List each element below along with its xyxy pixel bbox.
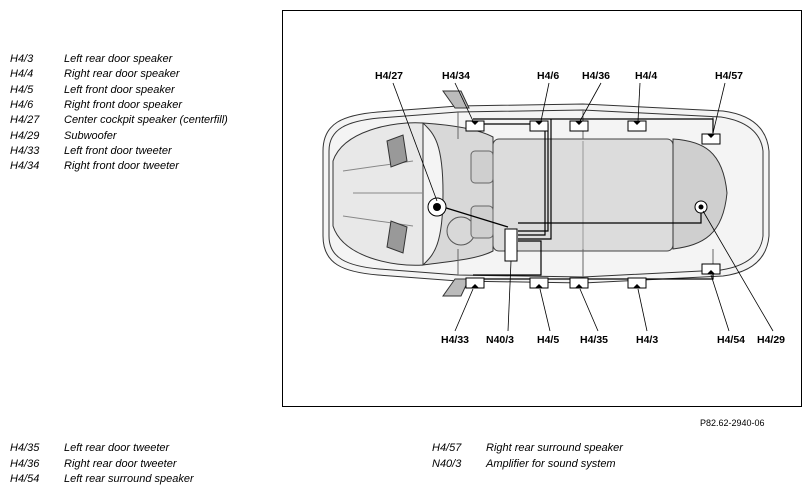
legend-code: H4/36 [10,458,40,470]
speaker-h4-34 [465,120,485,132]
speakers [427,120,721,289]
speaker-h4-54 [701,263,721,275]
legend-desc: Center cockpit speaker (centerfill) [64,114,228,126]
speaker-h4-3 [627,277,647,289]
callout-label: H4/35 [580,334,608,346]
speaker-h4-4 [627,120,647,132]
legend-code: H4/29 [10,130,40,142]
speaker-h4-29 [694,200,708,214]
legend-desc: Left front door tweeter [64,145,172,157]
legend-desc: Amplifier for sound system [486,458,616,470]
callout-label: H4/34 [442,70,470,82]
speaker-h4-6 [529,120,549,132]
callout-label: H4/5 [537,334,559,346]
legend-desc: Right front door speaker [64,99,183,111]
figure-reference: P82.62-2940-06 [700,418,765,428]
callout-label: H4/27 [375,70,403,82]
legend-code: H4/57 [432,442,462,454]
legend-code: H4/4 [10,68,34,80]
legend-desc: Right front door tweeter [64,160,179,172]
callouts-top: H4/27 H4/34 H4/6 H4/36 H4/4 H4/57 [375,70,743,82]
callout-label: N40/3 [486,334,514,346]
legend-code: H4/27 [10,114,40,126]
callout-label: H4/4 [635,70,657,82]
legend-desc: Subwoofer [64,130,117,142]
legend-desc: Right rear door tweeter [64,458,177,470]
speaker-h4-57 [701,133,721,145]
legend-code: H4/34 [10,160,40,172]
callout-label: H4/36 [582,70,610,82]
leader-lines [392,82,774,332]
legend-code: N40/3 [432,458,462,470]
speaker-h4-5 [529,277,549,289]
callout-label: H4/33 [441,334,469,346]
legend-code: H4/5 [10,84,34,96]
speaker-h4-27 [427,197,447,217]
callout-label: H4/57 [715,70,743,82]
callout-label: H4/54 [717,334,745,346]
legend-desc: Left rear surround speaker [64,473,194,485]
callout-label: H4/6 [537,70,559,82]
callouts-bottom: H4/33 N40/3 H4/5 H4/35 H4/3 H4/54 H4/29 [441,334,785,346]
legend-code: H4/6 [10,99,34,111]
legend-code: H4/35 [10,442,40,454]
legend-desc: Left rear door speaker [64,53,173,65]
speaker-h4-33 [465,277,485,289]
car-speaker-diagram: H4/27 H4/34 H4/6 H4/36 H4/4 H4/57 H4/33 … [322,70,785,346]
callout-label: H4/3 [636,334,658,346]
legend-desc: Left front door speaker [64,84,175,96]
callout-label: H4/29 [757,334,785,346]
legend-code: H4/33 [10,145,40,157]
legend-desc: Right rear surround speaker [486,442,623,454]
legend-desc: Right rear door speaker [64,68,180,80]
legend-code: H4/54 [10,473,40,485]
legend-code: H4/3 [10,53,34,65]
legend-desc: Left rear door tweeter [64,442,170,454]
diagram-frame: H4/27 H4/34 H4/6 H4/36 H4/4 H4/57 H4/33 … [282,10,802,407]
wiring-harness [442,118,714,280]
speaker-h4-35 [569,277,589,289]
speaker-h4-36 [569,120,589,132]
amplifier-n40-3 [504,228,518,262]
